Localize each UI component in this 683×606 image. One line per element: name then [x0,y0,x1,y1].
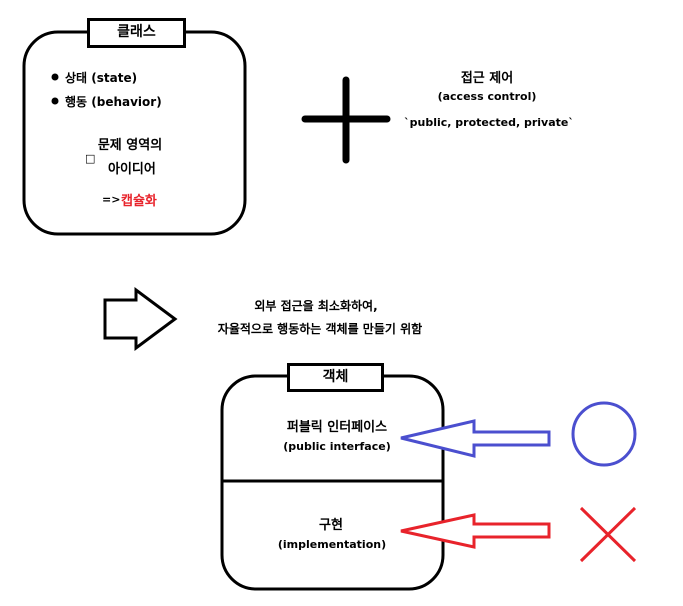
right-arrow-icon [103,287,178,351]
object-title-tab: 객체 [287,363,384,392]
purpose-line1: 외부 접근을 최소화하여, [254,299,378,313]
access-title: 접근 제어 [460,71,514,86]
red-cross-icon [579,506,637,563]
bullet-dot [51,73,59,81]
checkbox-glyph: □ [85,152,96,165]
class-title: 클래스 [117,24,156,40]
implementation-sub: (implementation) [277,538,387,551]
domain-line2: 아이디어 [108,162,156,177]
public-interface-label: 퍼블릭 인터페이스 [286,420,388,435]
implementation-label: 구현 [319,518,343,533]
bullet-state: 상태 (state) [65,71,138,85]
class-title-tab: 클래스 [87,18,186,48]
domain-line1: 문제 영역의 [97,138,163,153]
public-interface-sub: (public interface) [283,440,391,453]
encapsulation-word: 캡슐화 [121,194,157,209]
plus-icon [301,76,391,164]
access-modifiers: `public, protected, private` [404,116,574,129]
blue-circle-icon [571,401,637,467]
bullet-behavior: 행동 (behavior) [65,95,162,109]
red-left-arrow-icon [400,513,551,549]
bullet-dot [51,97,59,105]
access-subtitle: (access control) [437,90,537,103]
encapsulation-arrow: => [102,193,121,206]
object-title: 객체 [322,369,349,385]
purpose-line2: 자율적으로 행동하는 객체를 만들기 위함 [217,322,423,336]
blue-left-arrow-icon [400,419,551,458]
